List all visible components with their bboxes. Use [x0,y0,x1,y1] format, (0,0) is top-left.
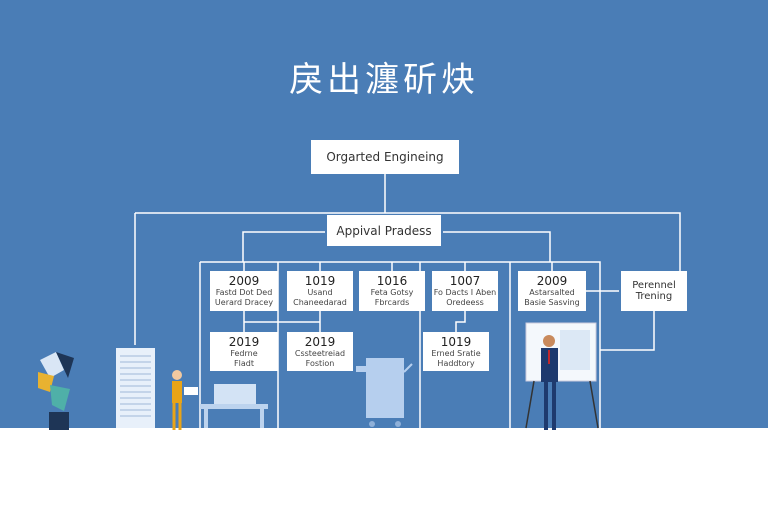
box-text: Chaneedarad [293,298,347,307]
box-year: 1019 [440,334,472,349]
desk-icon [200,384,268,428]
box-year: 2019 [304,334,336,349]
box-text: Uerard Dracey [214,298,274,307]
box-text: Cssteetreiad [294,348,346,358]
box-text: Fbrcards [374,298,410,307]
box-text: Haddtory [437,358,475,368]
box-text: Fastd Dot Ded [215,288,273,297]
machine-icon [356,358,413,427]
box-text: Fladt [234,358,254,368]
box-text: Feta Gotsy [370,288,414,297]
box-year: 2009 [228,274,260,288]
page-title: 戾出瀍斫炔 [289,60,479,100]
box-label: Orgarted Engineing [326,150,444,164]
box-year: 2019 [228,334,260,349]
floor [0,428,768,512]
approval-process-box: Appival Pradess [327,215,441,246]
whiteboard-icon [525,322,599,429]
box-label: Appival Pradess [336,223,432,238]
box-text: Oredeess [446,298,484,307]
box-text: Usand [307,288,333,297]
box-year: 1019 [304,274,336,288]
plant-icon [38,352,74,430]
worker-figure-icon [172,370,198,430]
box-year: 1007 [449,274,481,288]
box-text: Erned Sratie [431,348,481,358]
box-text: Astarsalted [529,288,575,297]
box-year: 1016 [376,274,408,288]
box-text: Perennel [632,280,676,291]
organized-engineering-box: Orgarted Engineing [311,140,459,174]
presenter-figure-icon [541,335,558,430]
box-text: Basie Sasving [524,298,580,307]
box-text: Fo Dacts I Aben [433,288,497,297]
box-text: Trening [635,291,673,302]
server-rack-icon [116,348,155,428]
box-text: Fedrne [230,348,258,358]
box-text: Fostion [305,358,335,368]
box-year: 2009 [536,274,568,288]
